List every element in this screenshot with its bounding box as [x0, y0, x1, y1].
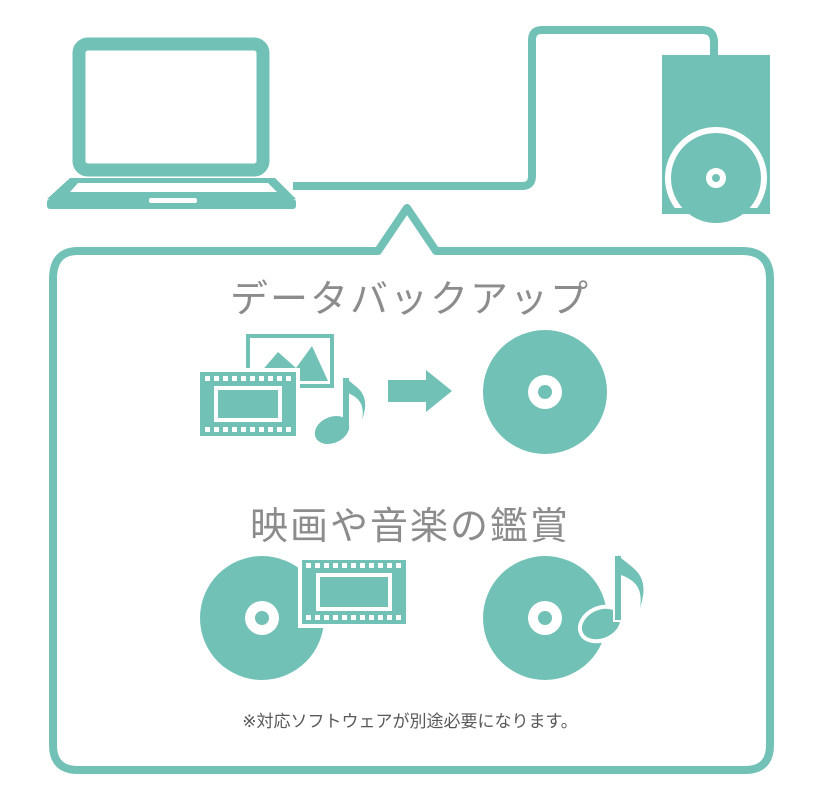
backup-heading: データバックアップ — [229, 277, 590, 321]
media-heading: 映画や音楽の鑑賞 — [249, 504, 570, 548]
laptop-icon — [47, 37, 296, 209]
disc-icon — [483, 330, 607, 454]
arrow-right-icon — [388, 370, 452, 412]
music-note-icon — [314, 378, 366, 445]
connection-cable — [293, 26, 718, 190]
disc-with-music-note-icon — [483, 554, 644, 680]
film-strip-icon — [196, 368, 300, 440]
external-optical-drive-icon — [662, 55, 770, 229]
software-note: ※対応ソフトウェアが別途必要になります。 — [242, 712, 578, 732]
disc-with-film-icon — [200, 556, 410, 680]
